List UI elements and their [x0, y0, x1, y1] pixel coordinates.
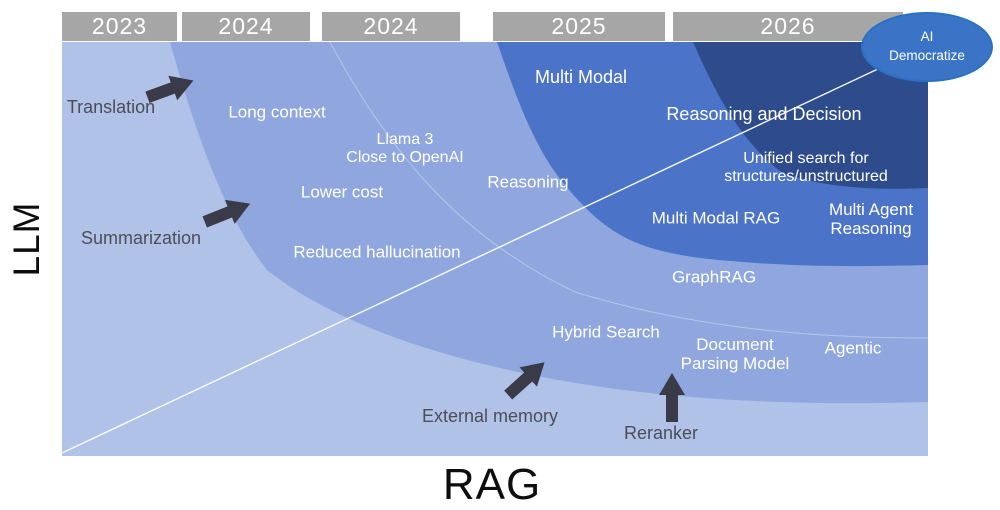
label-document-parsing-model: Document Parsing Model [681, 335, 790, 373]
label-unified-search-line1: Unified search for [743, 150, 869, 168]
year-box-2024-b: 2024 [322, 12, 460, 41]
label-agentic: Agentic [824, 338, 882, 358]
bubble-line2: Democratize [889, 48, 965, 63]
label-llama3-line2: Close to OpenAI [346, 149, 464, 166]
band-core-region [693, 42, 928, 189]
hairline-arc [329, 41, 929, 339]
y-axis-label-llm: LLM [6, 201, 47, 277]
year-box-2024-a: 2024 [182, 12, 310, 41]
translation-arrow-icon [145, 75, 194, 103]
label-external-memory: External memory [421, 406, 559, 427]
label-multi-agent-line1: Multi Agent [828, 199, 914, 219]
year-box-2023: 2023 [62, 12, 177, 41]
year-box-2025: 2025 [493, 12, 665, 41]
label-multi-modal: Multi Modal [534, 66, 628, 87]
label-unified-search-line2: structures/unstructured [724, 168, 888, 185]
label-long-context: Long context [228, 102, 326, 122]
llm-rag-divider-line [61, 67, 881, 454]
label-multi-modal-rag: Multi Modal RAG [651, 208, 781, 228]
label-summarization: Summarization [80, 228, 202, 249]
label-unified-search: Unified search for structures/unstructur… [724, 150, 888, 186]
ai-democratize-bubble: AI Democratize [861, 12, 993, 82]
label-llama3: Llama 3 Close to OpenAI [346, 131, 463, 167]
x-axis-label-rag: RAG [442, 460, 542, 509]
reranker-arrow-icon [659, 373, 685, 422]
label-reasoning: Reasoning [487, 172, 569, 192]
label-reranker: Reranker [623, 423, 699, 444]
label-graphrag: GraphRAG [671, 267, 757, 287]
summarization-arrow-icon [202, 199, 251, 228]
label-multi-agent-reasoning: Multi Agent Reasoning [829, 200, 913, 238]
label-document-parsing-line1: Document [696, 334, 774, 354]
external-memory-arrow-icon [504, 362, 545, 400]
label-translation: Translation [66, 97, 156, 118]
label-reasoning-and-decision: Reasoning and Decision [666, 103, 862, 124]
label-hybrid-search: Hybrid Search [552, 322, 660, 342]
label-document-parsing-line2: Parsing Model [680, 354, 790, 373]
label-lower-cost: Lower cost [300, 182, 384, 202]
label-reduced-hallucination: Reduced hallucination [293, 242, 461, 262]
label-multi-agent-line2: Reasoning [830, 219, 912, 238]
bubble-line1: AI [920, 29, 934, 45]
label-llama3-line1: Llama 3 [376, 131, 434, 149]
